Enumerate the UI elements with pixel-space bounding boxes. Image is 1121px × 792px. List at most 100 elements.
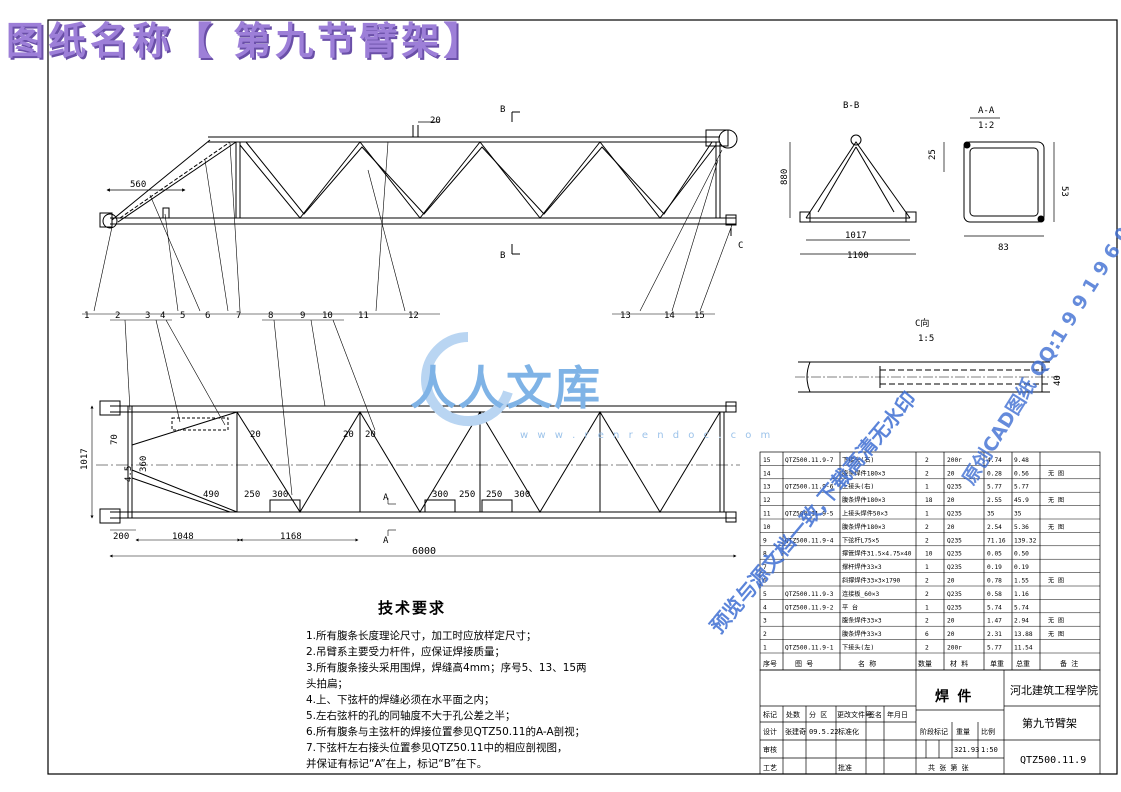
bom-cell-mat: 20 xyxy=(947,497,955,504)
bom-cell-name: 斜撑焊件33×3×1790 xyxy=(842,577,901,585)
title-sheet-info: 共 张 第 张 xyxy=(928,763,969,772)
balloon-11: 11 xyxy=(358,311,369,321)
truss-front-view xyxy=(99,125,738,229)
bom-cell-w2: 5.36 xyxy=(1014,524,1029,531)
balloon-14: 14 xyxy=(664,311,675,321)
bom-cell-qty: 1 xyxy=(925,564,929,571)
bom-cell-w2: 5.74 xyxy=(1014,604,1029,611)
dim-880: 880 xyxy=(780,169,790,185)
bom-header-no: 序号 xyxy=(763,659,777,668)
bom-cell-code: QTZ500.11.9-5 xyxy=(785,511,834,518)
tech-item: 3.所有腹条接头采用围焊，焊缝高4mm；序号5、13、15两 xyxy=(306,662,587,674)
tech-item: 并保证有标记“A”在上，标记“B”在下。 xyxy=(306,758,488,770)
bom-cell-no: 6 xyxy=(763,578,767,585)
tech-item: 头拍扁； xyxy=(306,678,348,690)
bom-header-code: 图 号 xyxy=(795,660,813,668)
bom-cell-name: 上接头(右) xyxy=(842,483,874,491)
bom-cell-qty: 6 xyxy=(925,631,929,638)
view-c-scale: 1:5 xyxy=(918,334,934,344)
bom-cell-w1: 5.77 xyxy=(987,645,1002,652)
review-label: 审核 xyxy=(763,745,777,754)
bom-cell-no: 14 xyxy=(763,470,771,477)
bom-cell-name: 平 台 xyxy=(842,603,858,611)
tech-item: 5.左右弦杆的孔的同轴度不大于孔公差之半； xyxy=(306,710,516,722)
bom-cell-name: 下接头(左) xyxy=(842,644,874,652)
bom-cell-mat: 200r xyxy=(947,457,962,464)
bom-cell-qty: 2 xyxy=(925,618,929,625)
balloon-8: 8 xyxy=(268,311,273,321)
bom-cell-qty: 1 xyxy=(925,604,929,611)
section-bb-label: B-B xyxy=(843,101,859,111)
balloon-15: 15 xyxy=(694,311,705,321)
bom-cell-qty: 2 xyxy=(925,591,929,598)
process-label: 工艺 xyxy=(763,764,777,772)
balloon-2: 2 xyxy=(115,311,120,321)
bom-cell-no: 13 xyxy=(763,484,771,491)
title-stage-label: 阶段标记 xyxy=(920,727,948,736)
bom-cell-code: QTZ500.11.9-7 xyxy=(785,457,834,464)
bom-cell-qty: 2 xyxy=(925,645,929,652)
bom-cell-name: 腹条焊件180×3 xyxy=(842,469,886,477)
section-aa-view xyxy=(943,117,1055,237)
bom-cell-w1: 0.05 xyxy=(987,551,1002,558)
bom-cell-code: QTZ500.11.9-1 xyxy=(785,645,834,652)
bom-cell-name: 撑管焊件31.5×4.75×40 xyxy=(842,550,912,558)
bom-cell-w1: 5.74 xyxy=(987,604,1002,611)
rev-label-sign: 签名 xyxy=(868,710,882,719)
bom-cell-note: 无 图 xyxy=(1048,618,1064,625)
bom-cell-qty: 1 xyxy=(925,511,929,518)
balloon-3: 3 xyxy=(145,311,150,321)
bom-cell-qty: 2 xyxy=(925,470,929,477)
bom-cell-no: 2 xyxy=(763,631,767,638)
bom-cell-no: 11 xyxy=(763,511,771,518)
bom-cell-w1: 0.78 xyxy=(987,578,1002,585)
balloon-4: 4 xyxy=(160,311,165,321)
title-drawing-name: 第九节臂架 xyxy=(1022,716,1077,730)
design-date: 09.5.22 xyxy=(809,728,839,736)
section-mark-b-top: B xyxy=(500,105,505,115)
bom-cell-w1: 1.47 xyxy=(987,618,1002,625)
bom-cell-w2: 1.55 xyxy=(1014,578,1029,585)
balloons-top: 1 5 6 7 11 12 13 14 15 xyxy=(84,311,705,321)
bom-cell-mat: 200r xyxy=(947,645,962,652)
bom-cell-no: 5 xyxy=(763,591,767,598)
standard-label: 标准化 xyxy=(838,727,859,736)
tech-item: 4.上、下弦杆的焊缝必须在水平面之内； xyxy=(306,694,495,706)
bom-cell-w1: 2.31 xyxy=(987,631,1002,638)
balloon-7: 7 xyxy=(236,311,241,321)
bom-cell-qty: 18 xyxy=(925,497,933,504)
bom-cell-w2: 0.19 xyxy=(1014,564,1029,571)
title-drawing-no: QTZ500.11.9 xyxy=(1020,755,1086,766)
bom-cell-note: 无 图 xyxy=(1048,497,1064,504)
title-school: 河北建筑工程学院 xyxy=(1010,683,1098,697)
bom-cell-w2: 45.9 xyxy=(1014,497,1029,504)
dim-300-a: 300 xyxy=(272,490,288,500)
bom-cell-no: 9 xyxy=(763,537,767,544)
bom-cell-code: QTZ500.11.9-3 xyxy=(785,591,834,598)
section-mark-a-bottom: A xyxy=(383,536,389,546)
title-weight: 321.93 xyxy=(954,746,979,754)
tech-item: 1.所有腹条长度理论尺寸，加工时应放样定尺寸； xyxy=(306,630,537,642)
bom-cell-mat: 20 xyxy=(947,631,955,638)
title-part-type: 焊 件 xyxy=(935,688,971,705)
dim-53: 53 xyxy=(1059,186,1069,197)
dim-490: 490 xyxy=(203,490,219,500)
dim-300-b: 300 xyxy=(432,490,448,500)
title-scale-label: 比例 xyxy=(981,727,995,736)
bom-cell-w1: 5.77 xyxy=(987,484,1002,491)
balloons-plan: 2 3 4 8 9 10 xyxy=(115,311,333,321)
dim-560: 560 xyxy=(130,180,146,190)
bom-cell-qty: 2 xyxy=(925,578,929,585)
plan-dimension-lines xyxy=(90,405,737,558)
view-c xyxy=(795,361,1060,393)
balloon-12: 12 xyxy=(408,311,419,321)
bom-cell-w2: 11.54 xyxy=(1014,645,1033,652)
bom-cell-mat: 20 xyxy=(947,470,955,477)
balloon-13: 13 xyxy=(620,311,631,321)
bom-header-w: 单重 xyxy=(990,659,1004,668)
bom-cell-no: 7 xyxy=(763,564,767,571)
bom-cell-mat: Q235 xyxy=(947,484,962,491)
dim-250-b: 250 xyxy=(459,490,475,500)
dim-200: 200 xyxy=(113,532,129,542)
bom-cell-qty: 2 xyxy=(925,457,929,464)
